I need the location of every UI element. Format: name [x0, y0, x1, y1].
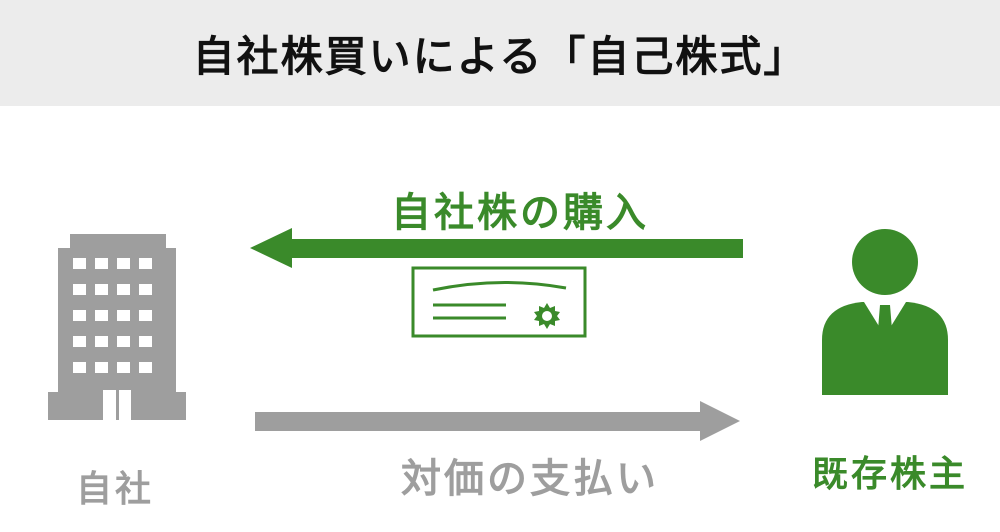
building-door-divider	[116, 390, 119, 420]
company-label: 自社	[75, 469, 154, 510]
businessman-icon	[822, 229, 948, 395]
payment-label: 対価の支払い	[401, 456, 659, 502]
purchase-arrow	[250, 228, 743, 268]
page-title: 自社株買いによる「自己株式」	[192, 31, 808, 81]
title-banner: 自社株買いによる「自己株式」	[0, 0, 1000, 106]
stock-certificate-icon	[411, 266, 587, 338]
shareholder-label: 既存株主	[811, 454, 968, 495]
purchase-label: 自社株の購入	[391, 190, 649, 236]
payment-arrow	[255, 401, 740, 441]
